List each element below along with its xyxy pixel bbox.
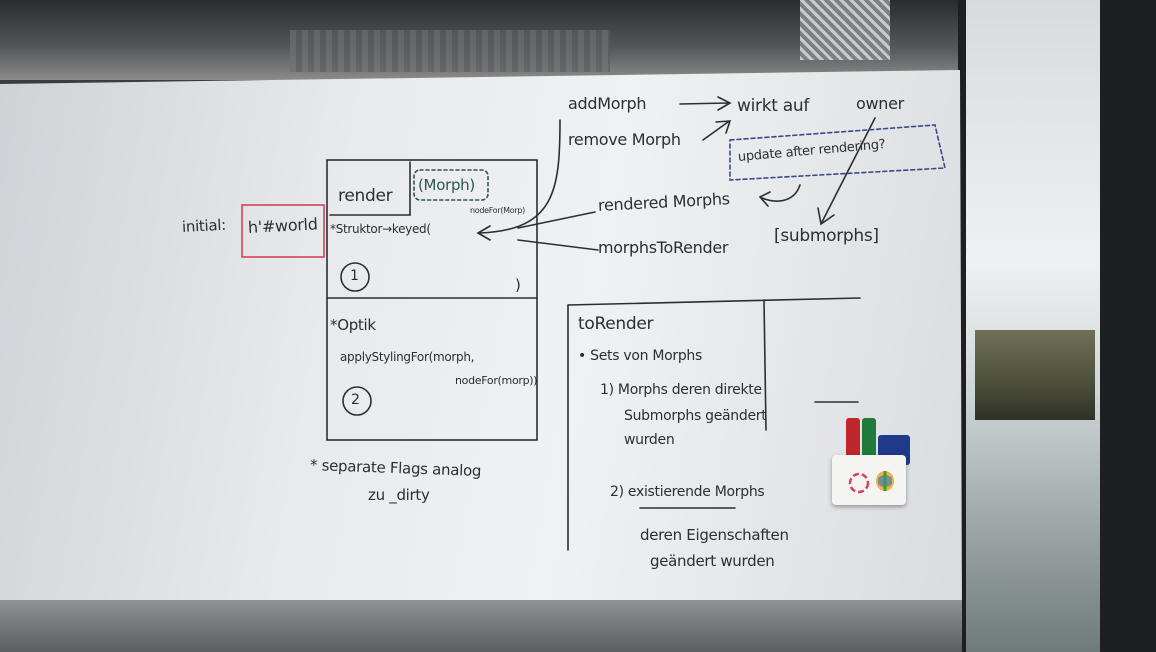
initial-label: initial:	[181, 215, 227, 236]
update-dash-box	[729, 124, 946, 181]
addmorph-label: addMorph	[568, 94, 647, 113]
submorphs-label: [submorphs]	[774, 226, 879, 246]
circle-1-label: 1	[350, 268, 359, 284]
window-frame-right	[1100, 0, 1156, 652]
render-label: render	[338, 186, 393, 206]
ceiling-strip	[290, 30, 610, 72]
circle-2-label: 2	[351, 392, 360, 408]
torender-item1-line3: wurden	[624, 432, 675, 448]
render-box	[326, 159, 538, 441]
arrow-morphsto	[517, 239, 599, 251]
arrow-remove	[702, 120, 732, 141]
arrow-struktur	[476, 119, 561, 241]
torender-item2-line1: 2) existierende Morphs	[610, 484, 765, 500]
window-trees	[975, 330, 1095, 420]
struktur-label: *Struktor→keyed(	[330, 222, 431, 236]
hworld-label: h'#world	[247, 214, 319, 237]
morph-label: (Morph)	[418, 176, 475, 194]
apply-line1: applyStylingFor(morph,	[340, 350, 475, 364]
ceiling-vent	[800, 0, 890, 60]
arrow-rendered-to	[517, 211, 596, 229]
flower-logo-icon	[848, 472, 870, 494]
green-marker	[862, 418, 876, 464]
paren-label: )	[515, 276, 521, 294]
optik-label: *Optik	[330, 316, 376, 334]
arrow-rendered	[758, 184, 801, 207]
balloon-logo-icon	[876, 471, 894, 491]
nodefor-label: nodeFor(Morp)	[470, 206, 525, 215]
wirkt-label: wirkt auf	[737, 96, 810, 116]
separate-line2: zu _dirty	[368, 486, 430, 504]
torender-title: toRender	[578, 314, 654, 334]
torender-item1-line2: Submorphs geändert	[624, 408, 767, 424]
hworld-box	[241, 204, 325, 258]
arrow-add	[679, 96, 732, 111]
red-marker	[846, 418, 860, 464]
apply-line2: nodeFor(morp))	[455, 374, 538, 387]
arrow-owner	[817, 117, 876, 226]
torender-bullet: • Sets von Morphs	[578, 348, 702, 364]
removemorph-label: remove Morph	[568, 130, 681, 149]
circle-2	[342, 386, 372, 416]
circle-1	[340, 262, 370, 292]
torender-top	[567, 297, 861, 306]
torender-item2-line3: geändert wurden	[650, 552, 775, 570]
torender-item2-line2: deren Eigenschaften	[640, 526, 789, 544]
floor	[0, 600, 962, 652]
morph-dash-box	[413, 169, 489, 201]
torender-item1-line1: 1) Morphs deren direkte	[600, 382, 762, 398]
owner-label: owner	[856, 94, 904, 113]
torender-mid	[763, 299, 767, 431]
window-frame-left	[958, 0, 966, 652]
morphs-to-render-label: morphsToRender	[598, 238, 729, 257]
